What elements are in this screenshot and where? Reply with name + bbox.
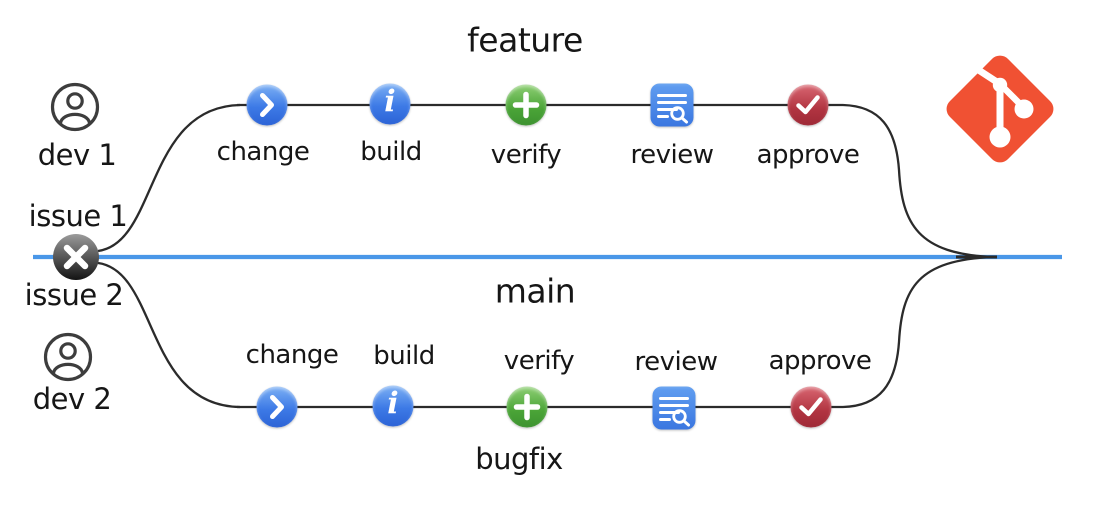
chevron-right-circle-icon [246, 84, 288, 126]
bugfix-branch-label: bugfix [475, 442, 563, 476]
dev2-label: dev 2 [32, 382, 112, 416]
document-search-icon [650, 83, 694, 127]
info-glyph: i [387, 386, 399, 422]
chevron-right-circle-icon [256, 386, 298, 428]
document-search-icon [652, 386, 696, 430]
person-circle-icon [43, 332, 93, 382]
plus-circle-icon [505, 84, 547, 126]
feature-step-label-change: change [216, 137, 310, 167]
check-circle-icon [790, 386, 832, 428]
bugfix-step-label-build: build [373, 341, 435, 371]
bugfix-step-label-change: change [245, 340, 339, 370]
feature-step-label-review: review [630, 140, 715, 170]
feature-step-label-verify: verify [490, 140, 562, 170]
bugfix-step-label-review: review [634, 347, 719, 377]
feature-branch-split-curve [97, 103, 241, 253]
feature-step-label-build: build [360, 137, 422, 167]
issue2-label: issue 2 [24, 278, 124, 312]
feature-branch-merge-curve [842, 103, 994, 259]
plus-circle-icon [506, 386, 548, 428]
issue1-label: issue 1 [28, 199, 128, 233]
check-circle-icon [787, 84, 829, 126]
feature-step-label-approve: approve [756, 140, 860, 170]
info-glyph: i [384, 84, 396, 120]
bugfix-branch-merge-curve [842, 255, 994, 409]
bugfix-step-label-verify: verify [503, 346, 575, 376]
bugfix-branch-split-curve [97, 261, 241, 409]
main-branch-label: main [494, 271, 576, 311]
person-circle-icon [50, 82, 100, 132]
info-circle-icon: i [369, 83, 411, 125]
info-circle-icon: i [372, 385, 414, 427]
dev1-label: dev 1 [37, 138, 117, 172]
bugfix-step-label-approve: approve [768, 346, 872, 376]
git-logo [946, 55, 1054, 163]
x-circle-icon [53, 234, 99, 280]
feature-branch-label: feature [467, 20, 583, 60]
